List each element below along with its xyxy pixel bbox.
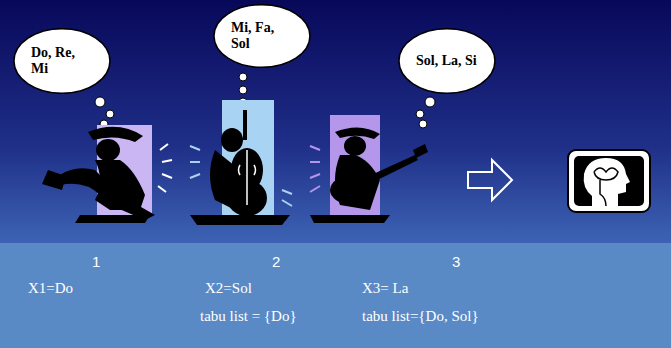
step-text: tabu list={Do, Sol}: [362, 308, 479, 325]
note-names: Do, Re, Mi: [31, 45, 93, 77]
step-number: 1: [92, 253, 100, 270]
thought-bubble: Do, Re, Mi: [13, 28, 111, 94]
thought-bubble: Sol, La, Si: [398, 28, 496, 94]
bubble-outline: [213, 4, 311, 68]
step-text: X3= La: [362, 280, 408, 297]
step-number: 3: [452, 253, 460, 270]
step-band: 1 2 3X1=Do X2=Sol X3= La tabu list = {Do} tabu…: [0, 243, 671, 348]
step-text: X1=Do: [28, 280, 73, 297]
step-text: X2=Sol: [205, 280, 252, 297]
step-text: tabu list = {Do}: [200, 308, 297, 325]
bubble-outline: [13, 28, 111, 94]
note-names: Mi, Fa, Sol: [231, 20, 293, 52]
thought-bubble: Mi, Fa, Sol: [213, 4, 311, 68]
step-number: 2: [272, 253, 280, 270]
note-names: Sol, La, Si: [416, 53, 478, 69]
